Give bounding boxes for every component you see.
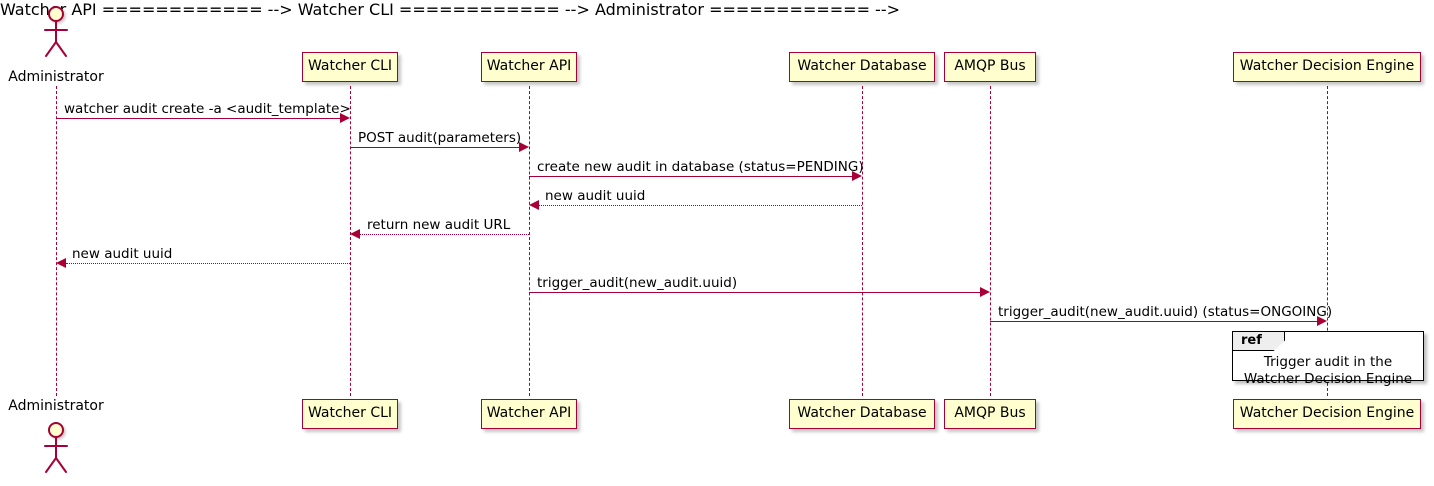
lifeline-watcher-cli: [350, 86, 351, 396]
participant-label: Watcher Database: [797, 405, 927, 421]
participant-label: AMQP Bus: [954, 405, 1026, 421]
message-arrow-head-2: [519, 142, 529, 152]
participant-label: Watcher API: [486, 405, 572, 421]
participant-watcher-db-bottom[interactable]: Watcher Database: [789, 399, 935, 429]
message-arrow-line-4: [539, 205, 862, 206]
message-arrow-line-2: [350, 147, 520, 148]
lifeline-watcher-db: [862, 86, 863, 396]
participant-watcher-cli-top[interactable]: Watcher CLI: [302, 52, 398, 82]
message-arrow-line-3: [529, 176, 853, 177]
participant-wde-bottom[interactable]: Watcher Decision Engine: [1233, 399, 1421, 429]
participant-label: AMQP Bus: [954, 58, 1026, 74]
participant-label: Watcher Decision Engine: [1239, 405, 1415, 421]
message-arrow-line-7: [529, 292, 981, 293]
ref-fragment[interactable]: ref Trigger audit in the Watcher Decisio…: [1232, 331, 1424, 387]
ref-fragment-tab-label: ref: [1233, 332, 1285, 351]
lifeline-watcher-api: [529, 86, 530, 396]
participant-watcher-db-top[interactable]: Watcher Database: [789, 52, 935, 82]
message-arrow-head-7: [980, 287, 990, 297]
actor-label-administrator-top: Administrator: [8, 69, 104, 85]
message-label-4: new audit uuid: [545, 188, 646, 204]
ref-fragment-body-line-2: Watcher Decision Engine: [1243, 371, 1413, 387]
participant-label: Watcher Database: [797, 58, 927, 74]
ref-fragment-body: Trigger audit in the Watcher Decision En…: [1233, 354, 1423, 388]
participant-watcher-api-top[interactable]: Watcher API: [481, 52, 577, 82]
message-arrow-line-8: [990, 321, 1318, 322]
message-arrow-head-4: [529, 200, 539, 210]
participant-label: Watcher Decision Engine: [1239, 58, 1415, 74]
participant-amqp-bus-top[interactable]: AMQP Bus: [944, 52, 1036, 82]
message-arrow-head-3: [852, 171, 862, 181]
message-label-8: trigger_audit(new_audit.uuid) (status=ON…: [998, 304, 1333, 320]
message-arrow-head-1: [340, 113, 350, 123]
lifeline-amqp-bus: [990, 86, 991, 396]
actor-label-administrator-bottom: Administrator: [8, 398, 104, 414]
lifeline-administrator: [56, 86, 57, 396]
participant-amqp-bus-bottom[interactable]: AMQP Bus: [944, 399, 1036, 429]
actor-body-icon: [44, 21, 68, 57]
ref-fragment-body-line-1: Trigger audit in the: [1263, 354, 1393, 370]
participant-watcher-api-bottom[interactable]: Watcher API: [481, 399, 577, 429]
message-label-1: watcher audit create -a <audit_template>: [64, 101, 351, 117]
message-label-2: POST audit(parameters): [358, 130, 522, 146]
message-arrow-line-1: [56, 118, 341, 119]
message-arrow-head-6: [56, 258, 66, 268]
participant-label: Watcher CLI: [307, 405, 393, 421]
message-arrow-line-5: [360, 234, 529, 235]
participant-label: Watcher CLI: [307, 58, 393, 74]
message-label-6: new audit uuid: [72, 246, 173, 262]
message-arrow-head-5: [350, 229, 360, 239]
participant-label: Watcher API: [486, 58, 572, 74]
message-arrow-head-8: [1317, 316, 1327, 326]
participant-watcher-cli-bottom[interactable]: Watcher CLI: [302, 399, 398, 429]
message-label-3: create new audit in database (status=PEN…: [537, 159, 864, 175]
message-arrow-line-6: [66, 263, 350, 264]
message-label-7: trigger_audit(new_audit.uuid): [537, 275, 738, 291]
message-label-5: return new audit URL: [367, 217, 511, 233]
participant-wde-top[interactable]: Watcher Decision Engine: [1233, 52, 1421, 82]
lifeline-wde: [1327, 86, 1328, 396]
actor-body-icon: [44, 437, 68, 473]
